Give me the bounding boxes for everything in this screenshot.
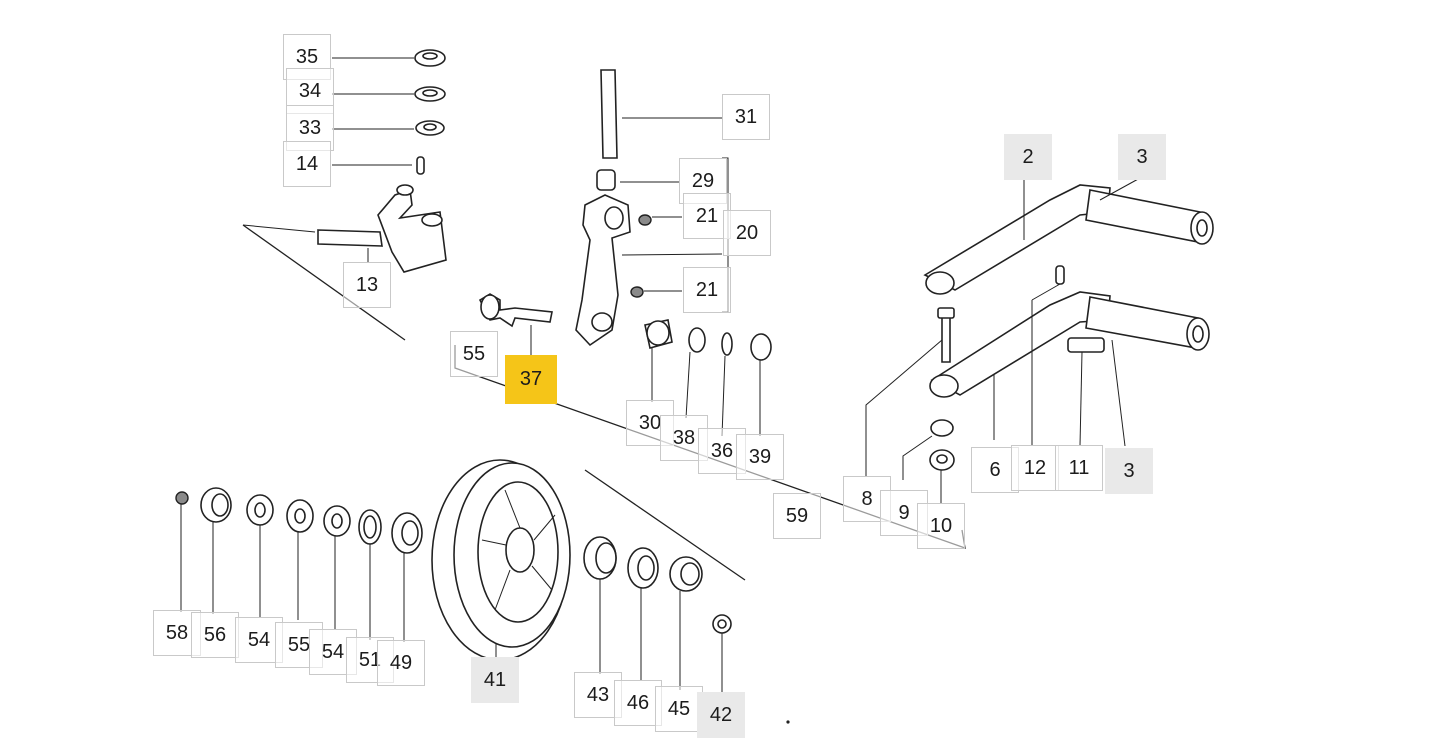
clamp-part bbox=[1067, 337, 1105, 353]
o-ring-part bbox=[721, 332, 733, 356]
pin-part bbox=[416, 156, 425, 175]
circlip-part bbox=[750, 333, 772, 361]
callout-41[interactable]: 41 bbox=[471, 657, 519, 703]
callout-31[interactable]: 31 bbox=[722, 94, 770, 140]
callout-14[interactable]: 14 bbox=[283, 141, 331, 187]
callout-20[interactable]: 20 bbox=[723, 210, 771, 256]
stub-axle-part bbox=[317, 229, 383, 247]
grease-nipple-part bbox=[630, 286, 644, 298]
shaft-part bbox=[600, 69, 618, 159]
callout-46[interactable]: 46 bbox=[614, 680, 662, 726]
steering-arm-part bbox=[575, 194, 631, 347]
grease-nipple-part bbox=[175, 491, 189, 505]
stray-mark bbox=[786, 720, 790, 724]
callout-12[interactable]: 12 bbox=[1011, 445, 1059, 491]
handlebar-part bbox=[923, 184, 1111, 291]
grease-nipple-part bbox=[638, 214, 652, 226]
callout-49[interactable]: 49 bbox=[377, 640, 425, 686]
callout-39[interactable]: 39 bbox=[736, 434, 784, 480]
callout-10[interactable]: 10 bbox=[917, 503, 965, 549]
callout-37[interactable]: 37 bbox=[505, 355, 557, 404]
assembly-axis-line bbox=[584, 469, 746, 581]
callout-55[interactable]: 55 bbox=[450, 331, 498, 377]
lock-washer-part bbox=[930, 419, 954, 437]
callout-56[interactable]: 56 bbox=[191, 612, 239, 658]
assembly-axis-line bbox=[242, 224, 406, 341]
callout-30[interactable]: 30 bbox=[626, 400, 674, 446]
callout-59[interactable]: 59 bbox=[773, 493, 821, 539]
bolt-part bbox=[941, 314, 951, 363]
callout-11[interactable]: 11 bbox=[1055, 445, 1103, 491]
callout-13[interactable]: 13 bbox=[343, 262, 391, 308]
callout-3[interactable]: 3 bbox=[1118, 134, 1166, 180]
callout-2[interactable]: 2 bbox=[1004, 134, 1052, 180]
washer-part bbox=[688, 327, 706, 353]
pin-part bbox=[1055, 265, 1065, 285]
bush-part bbox=[596, 169, 616, 191]
callout-21[interactable]: 21 bbox=[683, 267, 731, 313]
callout-42[interactable]: 42 bbox=[697, 692, 745, 738]
callout-3[interactable]: 3 bbox=[1105, 448, 1153, 494]
callout-45[interactable]: 45 bbox=[655, 686, 703, 732]
assembly-axis-line bbox=[242, 224, 316, 233]
